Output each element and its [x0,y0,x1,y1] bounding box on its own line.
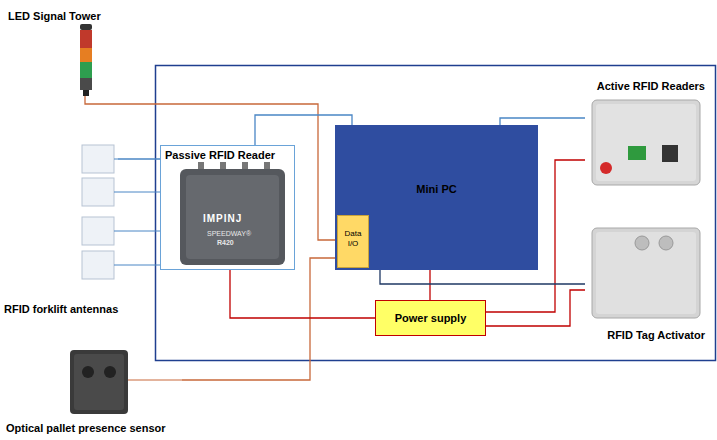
wire [500,118,585,125]
node-label: RFID Tag Activator [607,329,705,342]
wire [486,290,585,326]
device-marking: R420 [217,239,234,247]
tag-activator-node: RFID Tag Activator [585,222,713,344]
pc-box: Mini PC Data I/O [335,125,538,270]
active-reader-node: Active RFID Readers [585,78,713,188]
device-marking: SPEEDWAY® [207,230,251,238]
signal-tower [80,24,92,96]
node-label: RFID forklift antennas [4,303,118,316]
node-label: Active RFID Readers [597,80,705,93]
node-label: Mini PC [335,183,538,196]
optical-sensor [70,350,182,414]
node-label: Passive RFID Reader [165,149,275,162]
device-marking: IMPINJ [203,212,242,225]
wire [85,96,337,240]
io-box: Data I/O [337,215,369,268]
antenna-wires [114,159,160,265]
wire [230,270,375,318]
node-label: LED Signal Tower [8,10,101,23]
node-label: Optical pallet presence sensor [6,422,166,435]
enclosure-outline [156,66,716,361]
wire [118,158,160,159]
active-reader-device [592,100,700,185]
impinj-reader [180,162,285,265]
tag-activator-device [592,228,700,318]
node-label: Data I/O [340,229,366,249]
reader-box: Passive RFID ReaderIMPINJ SPEEDWAY®R420 [160,145,295,270]
antenna-node: RFID forklift antennas [2,140,118,318]
wire [380,270,585,284]
wire [182,258,337,380]
wire [429,270,430,300]
sensor-node: Optical pallet presence sensor [2,340,182,438]
tower-node: LED Signal Tower [2,2,152,96]
power-box: Power supply [375,300,486,336]
node-label: Power supply [376,312,485,325]
antenna-panels [82,145,114,279]
